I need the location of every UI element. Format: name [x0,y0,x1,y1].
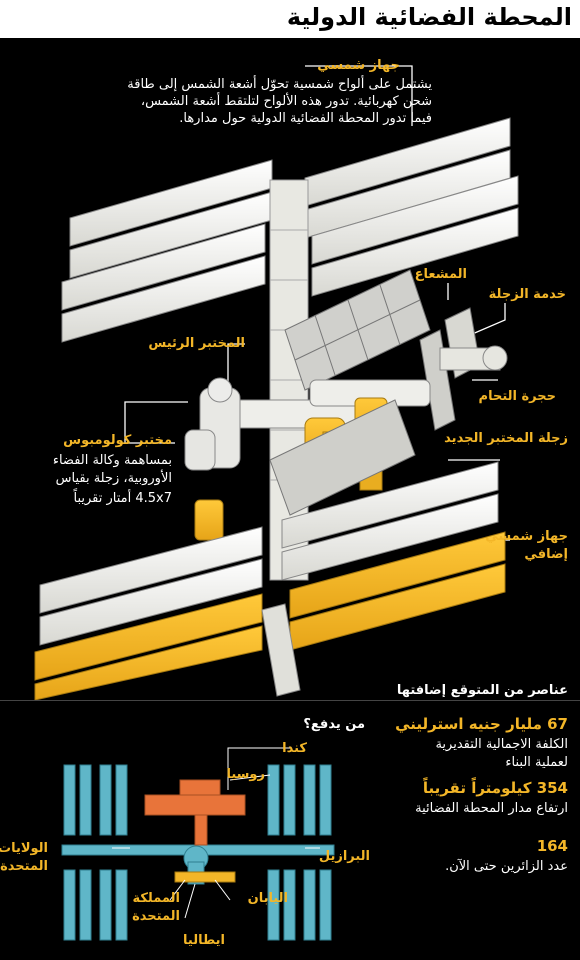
columbus-desc-line3: 4.5x7 أمتار تقريباً [73,491,172,506]
who-pays-brazil: البرازيل [318,849,370,864]
columbus-desc-line1: بمساهمة وكالة الفضاء [52,453,172,468]
lower-solar-arrays [39,461,499,646]
us-panels [63,764,128,941]
stat-cost-desc1: الكلفة الاجمالية التقديرية [435,737,568,752]
who-pays-italy: ايطاليا [183,933,225,948]
who-pays-uk-1: المملكة [132,891,180,906]
russia-segment [144,779,246,846]
label-solar-array: جهاز شمسي [317,58,400,73]
stat-visitors-desc1: عدد الزائرين حتى الآن. [445,859,568,874]
shuttle-service-array [419,307,508,431]
stat-altitude-value: 354 كيلومتراً تقريباً [422,779,568,797]
upper-solar-arrays [61,117,519,343]
who-pays-title: من يدفع؟ [303,717,365,732]
iss-illustration [34,65,519,700]
title-bar: المحطة الفضائية الدولية [0,0,580,38]
solar-desc-line2: شحن كهربائية. تدور هذه الألواح لتلتقط أش… [140,94,432,109]
stat-visitors-value: 164 [536,837,568,855]
who-pays-russia: روسيا [226,767,265,782]
who-pays-usa-1: الولايات [0,841,48,856]
section-divider [0,700,580,701]
label-extra-solar-1: جهاز شمسي [485,529,568,544]
label-expected-elements: عناصر من المتوقع إضافتها [396,683,568,698]
page-title: المحطة الفضائية الدولية [286,3,572,31]
label-main-lab: المختبر الرئيس [148,336,245,351]
stat-cost-value: 67 مليار جنيه استرليني [395,715,568,733]
solar-desc-line3: فيما تدور المحطة الفضائية الدولية حول مد… [179,111,432,126]
stat-cost-desc2: لعملية البناء [505,755,568,770]
diagram-truss [61,844,335,856]
columbus-desc-line2: الأوروبية، زجلة بقياس [55,471,172,486]
who-pays-uk-2: المتحدة [132,909,180,924]
label-radiator: المشعاع [414,267,467,282]
truss-stub [261,603,301,697]
who-pays-japan: اليابان [247,891,288,906]
label-extra-solar-2: إضافي [524,547,568,562]
lower-radiator [269,399,416,516]
japan-module [174,871,236,883]
label-docking-room: حجرة التحام [478,389,556,404]
stat-altitude-desc1: ارتفاع مدار المحطة الفضائية [415,801,568,816]
radiator-panels [284,269,431,391]
extra-solar-arrays [34,531,506,700]
label-new-lab-shuttle: زجلة المختبر الجديد [444,431,568,446]
central-modules [184,377,431,471]
who-pays-canada: كندا [282,741,307,756]
solar-desc-line1: يشتمل على ألواح شمسية تحوّل أشعة الشمس إ… [127,77,432,92]
label-columbus-lab: مختبر كولومبوس [63,433,172,448]
label-shuttle-service: خدمة الزجلة [488,287,566,302]
who-pays-usa-2: المتحدة [0,859,48,874]
